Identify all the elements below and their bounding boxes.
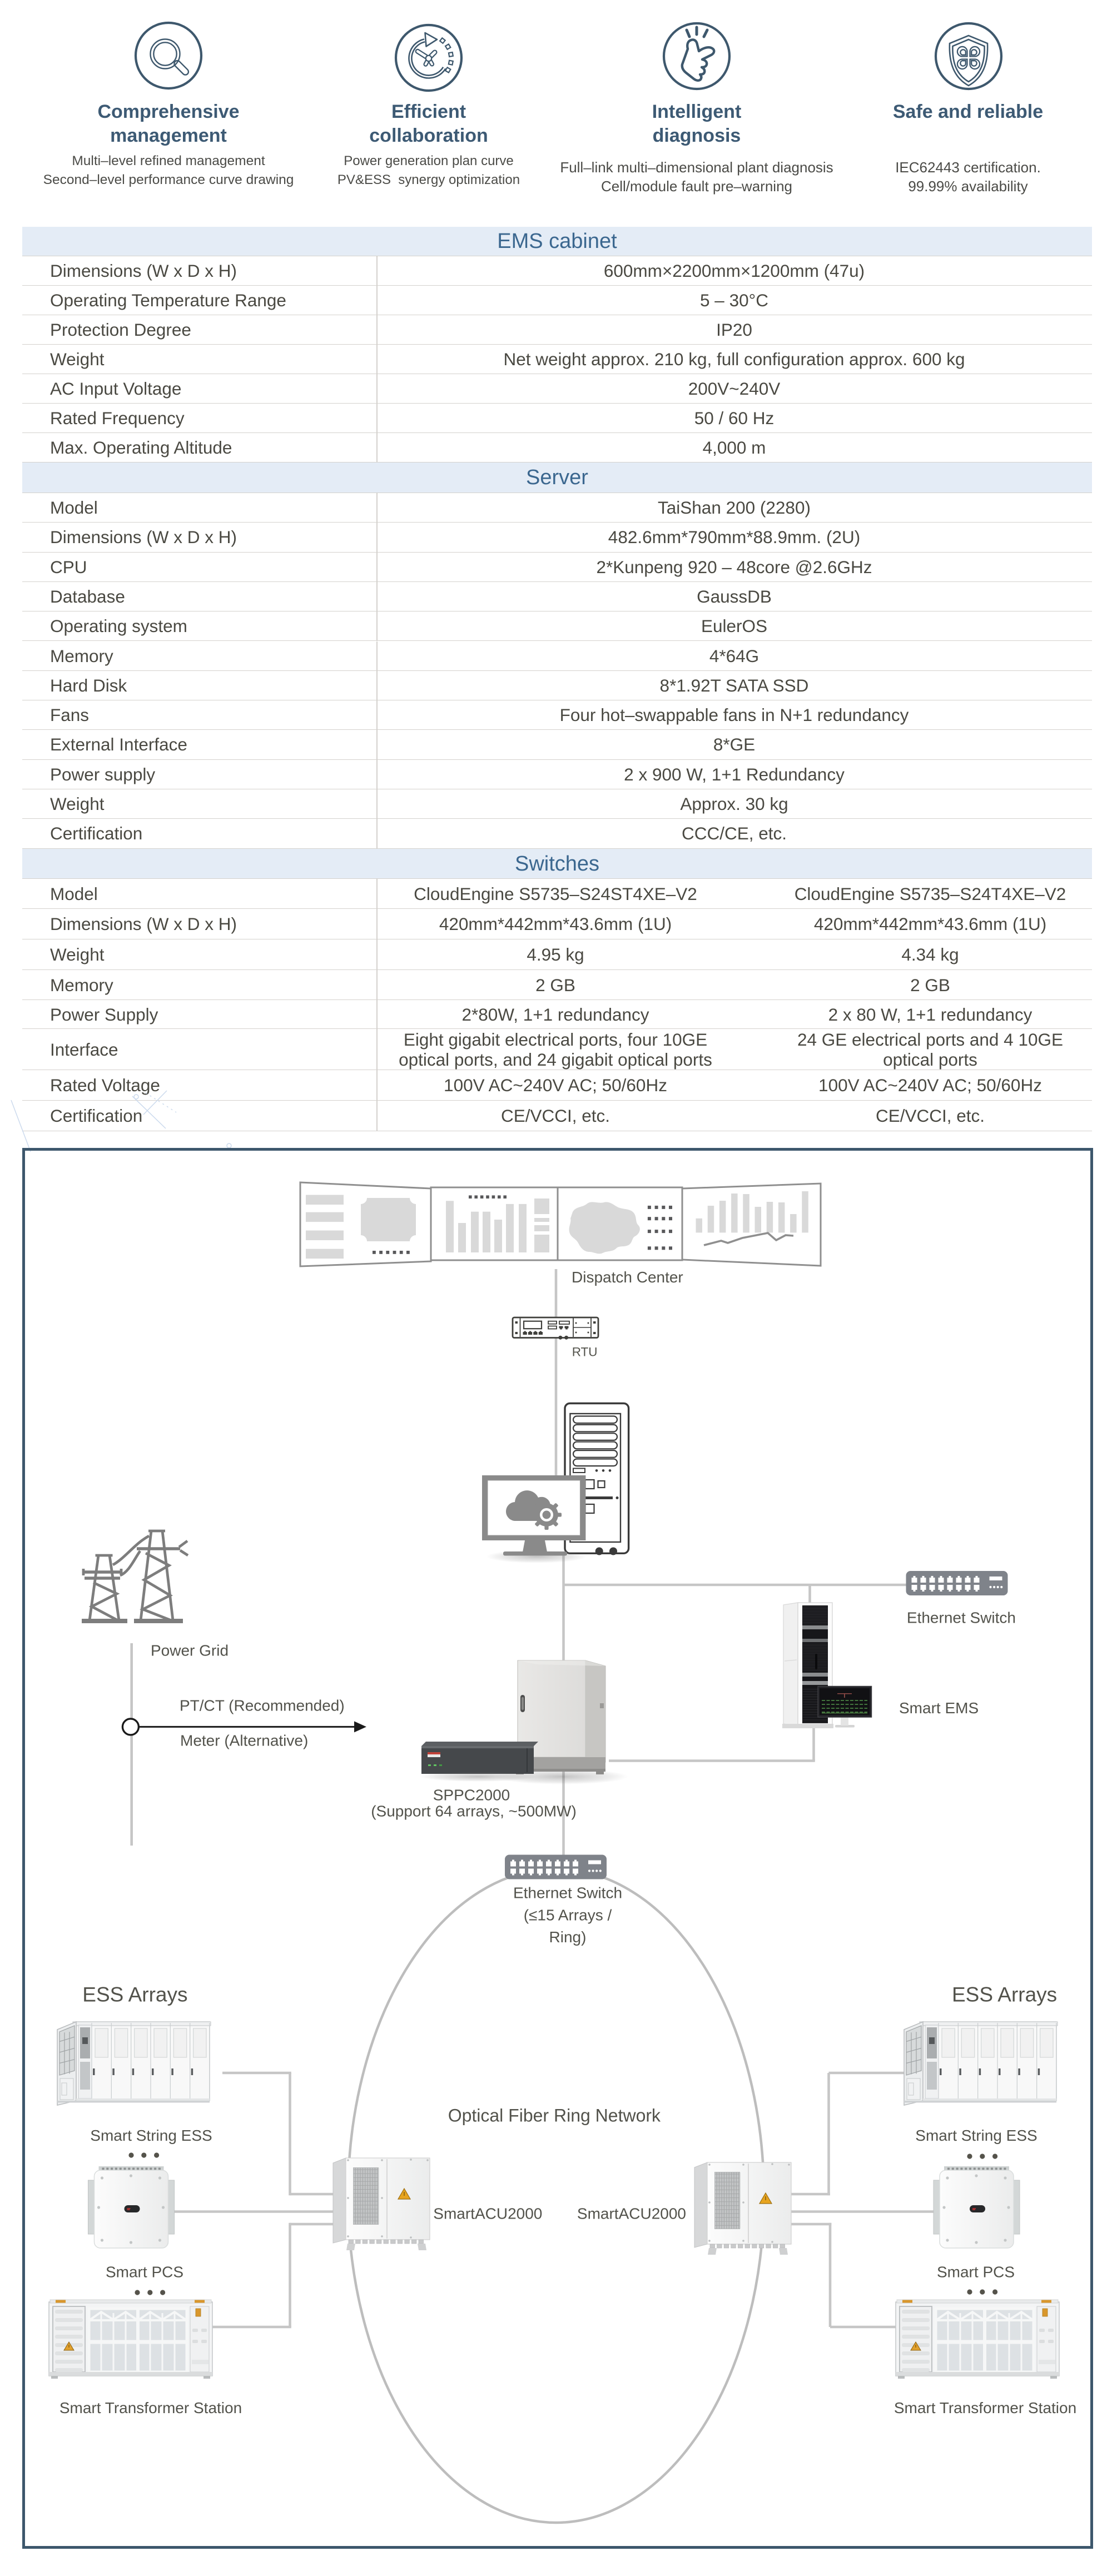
- svg-text:Smart PCS: Smart PCS: [106, 2264, 183, 2281]
- svg-text:Meter (Alternative): Meter (Alternative): [180, 1732, 308, 1749]
- svg-text:Smart Transformer Station: Smart Transformer Station: [59, 2399, 242, 2416]
- svg-text:SPPC2000: SPPC2000: [433, 1787, 510, 1804]
- svg-text:SmartACU2000: SmartACU2000: [433, 2205, 542, 2222]
- svg-text:Smart String ESS: Smart String ESS: [915, 2127, 1037, 2144]
- svg-text:SmartACU2000: SmartACU2000: [577, 2205, 686, 2222]
- svg-text:(≤15 Arrays /: (≤15 Arrays /: [524, 1906, 612, 1923]
- svg-text:RTU: RTU: [572, 1345, 598, 1359]
- svg-text:Ethernet Switch: Ethernet Switch: [907, 1609, 1016, 1627]
- svg-text:ESS Arrays: ESS Arrays: [952, 1983, 1057, 2006]
- svg-text:Optical Fiber Ring Network: Optical Fiber Ring Network: [448, 2106, 661, 2126]
- svg-text:Ring): Ring): [549, 1928, 587, 1946]
- svg-text:Smart Transformer Station: Smart Transformer Station: [894, 2399, 1076, 2416]
- svg-text:ESS Arrays: ESS Arrays: [82, 1983, 187, 2006]
- svg-text:Smart String ESS: Smart String ESS: [90, 2127, 212, 2144]
- svg-text:Power Grid: Power Grid: [151, 1642, 229, 1659]
- svg-text:Smart EMS: Smart EMS: [899, 1699, 979, 1717]
- svg-text:Smart PCS: Smart PCS: [937, 2264, 1015, 2281]
- svg-text:Ethernet Switch: Ethernet Switch: [513, 1884, 622, 1902]
- svg-text:PT/CT (Recommended): PT/CT (Recommended): [180, 1697, 345, 1714]
- svg-text:(Support 64 arrays, ~500MW): (Support 64 arrays, ~500MW): [371, 1803, 577, 1820]
- svg-text:Dispatch Center: Dispatch Center: [572, 1269, 683, 1286]
